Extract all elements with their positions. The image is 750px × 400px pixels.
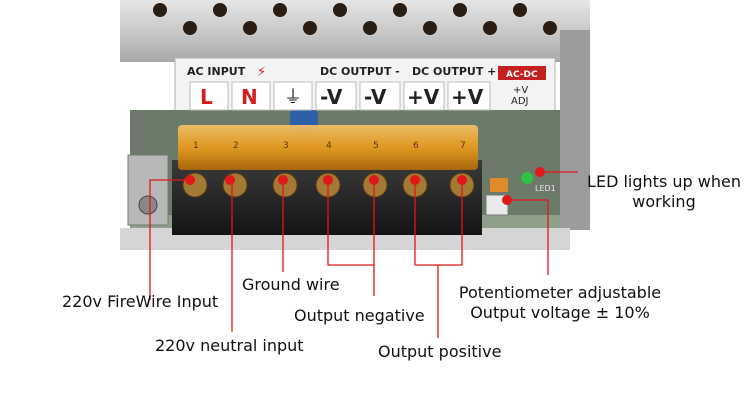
pot-callout-line2: Output voltage ± 10% [470,303,650,322]
pot-callout-line1: Potentiometer adjustable [458,283,662,302]
terminal-N: N [241,85,258,109]
svg-text:4: 4 [326,141,332,151]
svg-text:+V: +V [513,85,528,96]
output-positive-callout: Output positive [378,342,502,361]
dc-out-pos-text: DC OUTPUT + [412,65,496,78]
led-silkscreen: LED1 [535,184,556,193]
svg-text:2: 2 [233,141,239,151]
ground-icon: ⏚ [284,87,302,108]
potentiometer-callout: Potentiometer adjustable Output voltage … [450,283,670,323]
svg-text:ADJ: ADJ [511,96,529,107]
svg-text:7: 7 [460,141,466,151]
callout-markers [185,167,545,205]
terminal-neg-v-2: -V [364,85,387,109]
vent-holes [153,3,557,35]
terminal-pos-v-1: +V [407,85,440,109]
svg-text:AC-DC: AC-DC [506,70,538,80]
terminal-numbers: 1 2 3 4 5 6 7 [193,141,466,151]
case-top [120,0,590,62]
led-callout-line2: working [632,192,696,211]
terminal-labels: L N ⏚ -V -V +V +V [189,81,491,111]
ground-callout: Ground wire [242,275,340,294]
brand-badge [498,66,546,80]
case-side [560,30,590,230]
potentiometer [490,178,508,192]
output-negative-callout: Output negative [294,306,425,325]
ac-input-text: AC INPUT [187,65,246,78]
green-led [521,172,533,184]
svg-text:5: 5 [373,141,379,151]
svg-text:6: 6 [413,141,419,151]
terminal-neg-v-1: -V [320,85,343,109]
terminal-L: L [200,85,213,109]
terminal-cover [178,125,478,170]
led-callout-line1: LED lights up when [587,172,741,191]
led-callout: LED lights up when working [578,172,750,212]
terminal-block [172,160,482,235]
neutral-callout: 220v neutral input [155,336,304,355]
firewire-callout: 220v FireWire Input [62,292,219,311]
dc-out-neg-text: DC OUTPUT - [320,65,400,78]
callout-lines [149,171,578,338]
lightning-icon: ⚡ [257,65,266,80]
terminal-pos-v-2: +V [451,85,484,109]
svg-text:3: 3 [283,141,289,151]
svg-text:1: 1 [193,141,199,151]
